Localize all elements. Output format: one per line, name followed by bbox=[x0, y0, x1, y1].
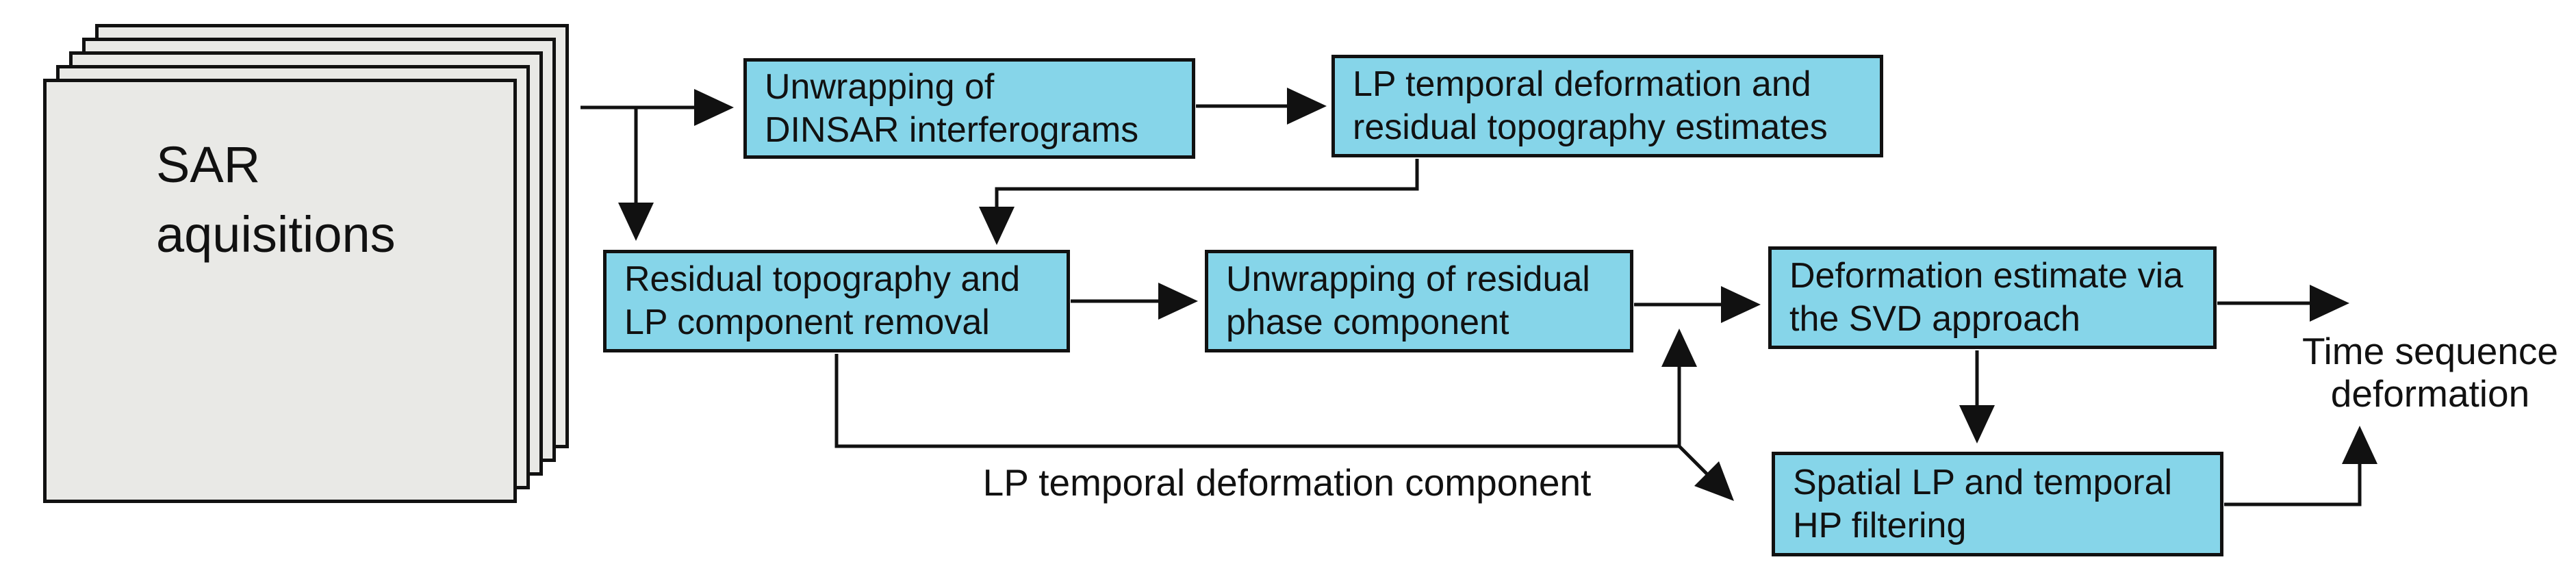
arrow-feedback-to-spatial-filter bbox=[1678, 445, 1734, 501]
lp-temporal-deformation-component-label: LP temporal deformation component bbox=[982, 461, 1592, 504]
arrow-feedback-up-to-svd-input bbox=[1661, 329, 1697, 446]
arrow-residual-removal-to-unwrap-residual bbox=[1071, 283, 1198, 320]
sar-acquisitions-label: SAR aquisitions bbox=[156, 136, 396, 263]
node-residual-topography-lp-removal: Residual topography and LP component rem… bbox=[603, 250, 1070, 352]
node-deformation-estimate-svd: Deformation estimate via the SVD approac… bbox=[1768, 246, 2217, 349]
node-spatial-lp-temporal-hp-filtering: Spatial LP and temporal HP filtering bbox=[1772, 452, 2223, 556]
arrow-svd-to-spatial-filter bbox=[1959, 350, 1995, 443]
arrow-lp-estimates-to-residual-removal bbox=[979, 159, 1419, 245]
arrow-unwrap-residual-to-svd bbox=[1634, 286, 1761, 323]
node-unwrapping-dinsar-interferograms: Unwrapping of DINSAR interferograms bbox=[743, 58, 1195, 159]
time-sequence-deformation-label: Time sequence deformation bbox=[2302, 330, 2558, 415]
arrow-unwrap-dinsar-to-lp-estimates bbox=[1196, 88, 1327, 125]
arrow-stack-to-unwrap-dinsar bbox=[581, 89, 734, 126]
arrow-stack-to-residual-removal bbox=[618, 107, 654, 241]
sar-stack-front-sheet bbox=[43, 79, 517, 503]
arrow-spatial-filter-to-output bbox=[2224, 426, 2377, 506]
arrow-svd-to-output bbox=[2217, 285, 2349, 322]
node-lp-temporal-deformation-estimates: LP temporal deformation and residual top… bbox=[1331, 55, 1883, 157]
feedback-line-lp-component bbox=[834, 354, 1679, 448]
node-unwrapping-residual-phase: Unwrapping of residual phase component bbox=[1205, 250, 1633, 352]
